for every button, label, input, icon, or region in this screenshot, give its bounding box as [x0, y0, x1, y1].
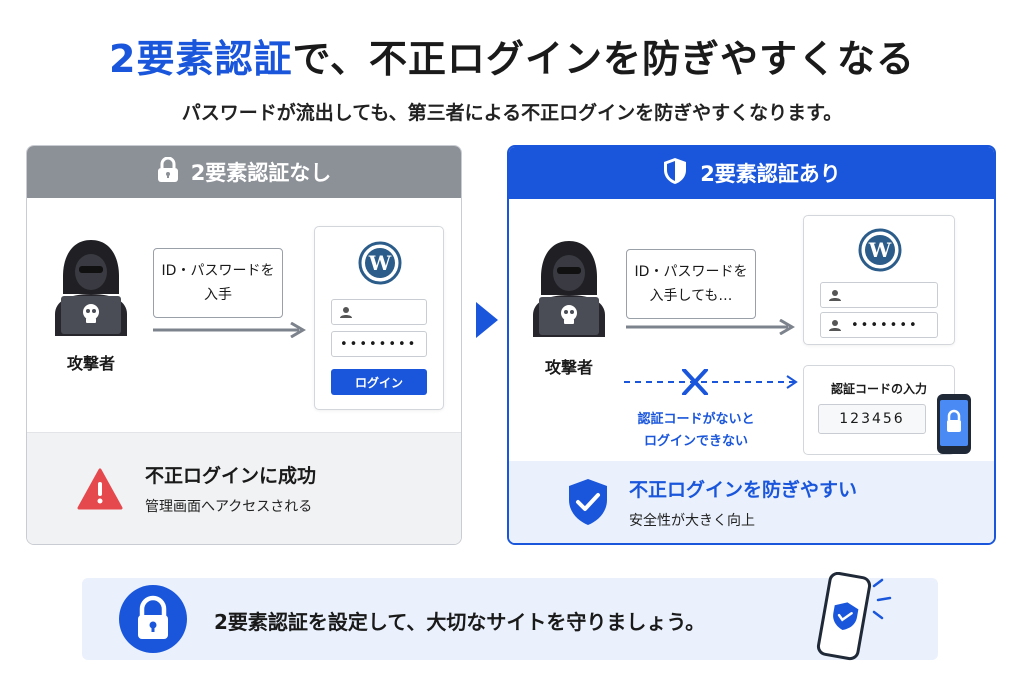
arrow-right-icon	[626, 319, 795, 335]
svg-text:W: W	[868, 238, 892, 262]
login-form: W •••••••• ログイン	[314, 226, 444, 410]
code-input[interactable]: 123456	[818, 404, 926, 434]
hacker-icon	[533, 241, 605, 337]
user-icon	[829, 290, 841, 301]
triangle-arrow-icon	[476, 302, 498, 338]
attacker-label: 攻撃者	[66, 354, 115, 373]
password-mask: •••••••	[851, 317, 919, 333]
panel-header-without-2fa: 2要素認証なし	[27, 146, 461, 198]
page-title: 2要素認証で、不正ログインを防ぎやすくなる	[0, 28, 1024, 83]
blocked-dashed-arrow-icon	[624, 369, 798, 395]
result-with-2fa: 不正ログインを防ぎやすい 安全性が大きく向上	[509, 461, 994, 543]
padlock-icon	[119, 585, 187, 653]
wordpress-icon: W	[358, 241, 402, 285]
panel-heading: 2要素認証なし	[190, 161, 332, 185]
title-accent: 2要素認証	[109, 37, 293, 81]
bubble-line: 入手	[204, 287, 232, 303]
panel-with-2fa: 2要素認証あり 攻撃者 ID・パスワードを 入手しても… W	[507, 145, 996, 545]
shield-icon	[662, 157, 688, 190]
blocked-message: 認証コードがないと ログインできない	[617, 409, 775, 453]
password-mask: ••••••••	[340, 336, 418, 352]
panel-header-with-2fa: 2要素認証あり	[509, 147, 994, 199]
bubble-line: ID・パスワードを	[161, 263, 275, 279]
panel-heading: 2要素認証あり	[700, 162, 841, 186]
speech-bubble: ID・パスワードを 入手しても…	[626, 249, 756, 319]
smartphone-lock-icon	[937, 394, 971, 454]
login-form: W •••••••	[803, 215, 955, 345]
login-button[interactable]: ログイン	[331, 369, 427, 395]
panel-body: 攻撃者 ID・パスワードを 入手しても… W •••••••	[509, 199, 994, 455]
password-field[interactable]: •••••••	[820, 312, 938, 338]
speech-bubble: ID・パスワードを 入手	[153, 248, 283, 318]
code-label: 認証コードの入力	[830, 382, 927, 396]
wordpress-icon: W	[858, 228, 902, 272]
page-subtitle: パスワードが流出しても、第三者による不正ログインを防ぎやすくなります。	[181, 102, 843, 124]
warning-icon	[77, 468, 123, 509]
attacker-label: 攻撃者	[544, 358, 593, 377]
footer-banner: 2要素認証を設定して、大切なサイトを守りましょう。	[82, 572, 938, 661]
padlock-icon	[157, 156, 179, 188]
username-field[interactable]	[820, 282, 938, 308]
result-title: 不正ログインに成功	[145, 465, 317, 487]
panel-body: 攻撃者 ID・パスワードを 入手 W •••••••• ログイン	[27, 198, 461, 434]
smartphone-shield-icon	[816, 572, 892, 661]
svg-text:W: W	[368, 251, 392, 275]
result-subtitle: 安全性が大きく向上	[629, 512, 755, 529]
title-rest: で、不正ログインを防ぎやすくなる	[292, 37, 915, 81]
result-subtitle: 管理画面へアクセスされる	[145, 499, 313, 515]
user-icon	[340, 307, 352, 318]
hacker-icon	[55, 240, 127, 336]
panel-without-2fa: 2要素認証なし 攻撃者 ID・パスワードを 入手 W	[26, 145, 462, 545]
footer-message: 2要素認証を設定して、大切なサイトを守りましょう。	[214, 610, 706, 634]
blocked-line: ログインできない	[643, 434, 748, 449]
arrow-right-icon	[153, 322, 306, 338]
username-field[interactable]	[331, 299, 427, 325]
bubble-line: ID・パスワードを	[634, 264, 748, 280]
bubble-line: 入手しても…	[649, 288, 733, 304]
result-title: 不正ログインを防ぎやすい	[629, 478, 858, 501]
user-icon	[829, 320, 841, 331]
password-field[interactable]: ••••••••	[331, 331, 427, 357]
shield-check-icon	[569, 479, 607, 525]
result-without-2fa: 不正ログインに成功 管理画面へアクセスされる	[27, 432, 461, 544]
verification-code-card: 認証コードの入力 123456	[803, 365, 955, 455]
blocked-line: 認証コードがないと	[637, 412, 755, 427]
